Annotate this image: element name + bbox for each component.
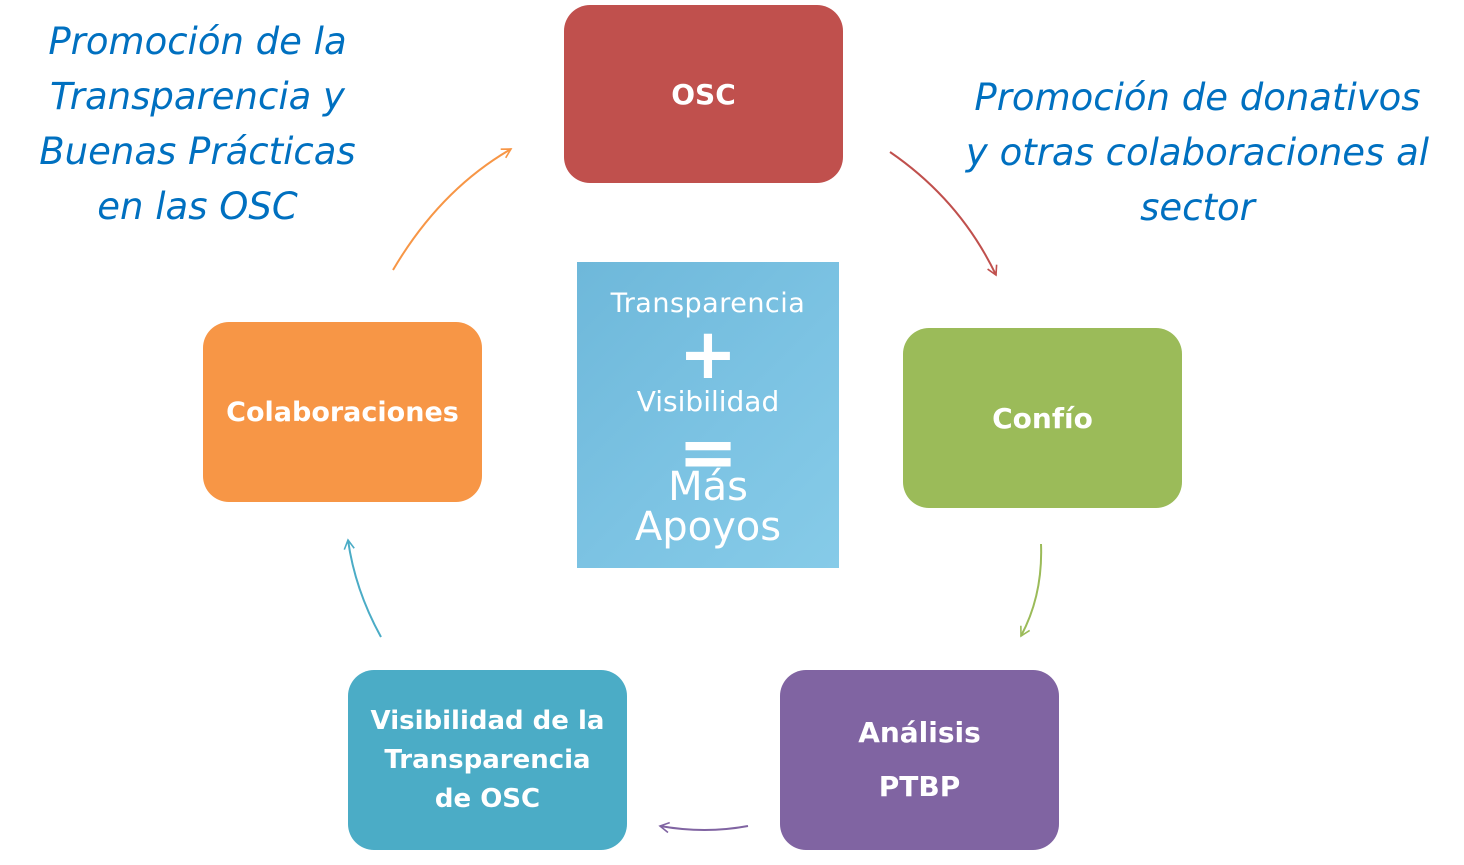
arrow-confio-to-analisis xyxy=(1020,543,1043,638)
equals-icon: = xyxy=(677,410,739,494)
node-confio: Confío xyxy=(903,328,1182,508)
node-visibilidad-line-1: Visibilidad de la xyxy=(370,705,605,736)
node-colaboraciones-label: Colaboraciones xyxy=(226,396,459,428)
plus-icon: + xyxy=(678,313,738,395)
annotation-right-line-1: Promoción de donativos xyxy=(974,76,1421,119)
annotation-right: Promoción de donativos y otras colaborac… xyxy=(950,70,1445,235)
formula-term-transparencia: Transparencia xyxy=(610,288,806,319)
annotation-left-line-3: Buenas Prácticas xyxy=(39,130,356,173)
node-visibilidad: Visibilidad de la Transparencia de OSC xyxy=(348,670,627,850)
annotation-left: Promoción de la Transparencia y Buenas P… xyxy=(25,14,370,234)
node-visibilidad-line-3: de OSC xyxy=(434,783,541,814)
annotation-left-line-1: Promoción de la xyxy=(48,20,347,63)
annotation-left-line-4: en las OSC xyxy=(97,185,298,228)
annotation-left-line-2: Transparencia y xyxy=(50,75,345,118)
center-formula-box: Transparencia + Visibilidad = Más Apoyos xyxy=(577,262,839,568)
formula-result-mas: Más xyxy=(668,464,748,510)
node-analisis-line-1: Análisis xyxy=(858,716,981,749)
node-analisis-line-2: PTBP xyxy=(878,770,961,803)
annotation-right-line-3: sector xyxy=(1140,186,1255,229)
formula-term-visibilidad: Visibilidad xyxy=(636,385,780,418)
node-colaboraciones: Colaboraciones xyxy=(203,322,482,502)
node-analisis: Análisis PTBP xyxy=(780,670,1059,850)
arrow-analisis-to-visibilidad xyxy=(658,821,749,834)
annotation-right-line-2: y otras colaboraciones al xyxy=(965,131,1430,174)
arrow-colaboraciones-to-osc xyxy=(392,148,513,271)
arrow-osc-to-confio xyxy=(889,151,998,277)
node-osc: OSC xyxy=(564,5,843,183)
node-osc-label: OSC xyxy=(671,77,736,111)
formula-result-apoyos: Apoyos xyxy=(634,504,782,550)
node-confio-label: Confío xyxy=(992,401,1093,435)
node-visibilidad-line-2: Transparencia xyxy=(384,744,591,775)
arrow-visibilidad-to-colaboraciones xyxy=(343,538,382,638)
